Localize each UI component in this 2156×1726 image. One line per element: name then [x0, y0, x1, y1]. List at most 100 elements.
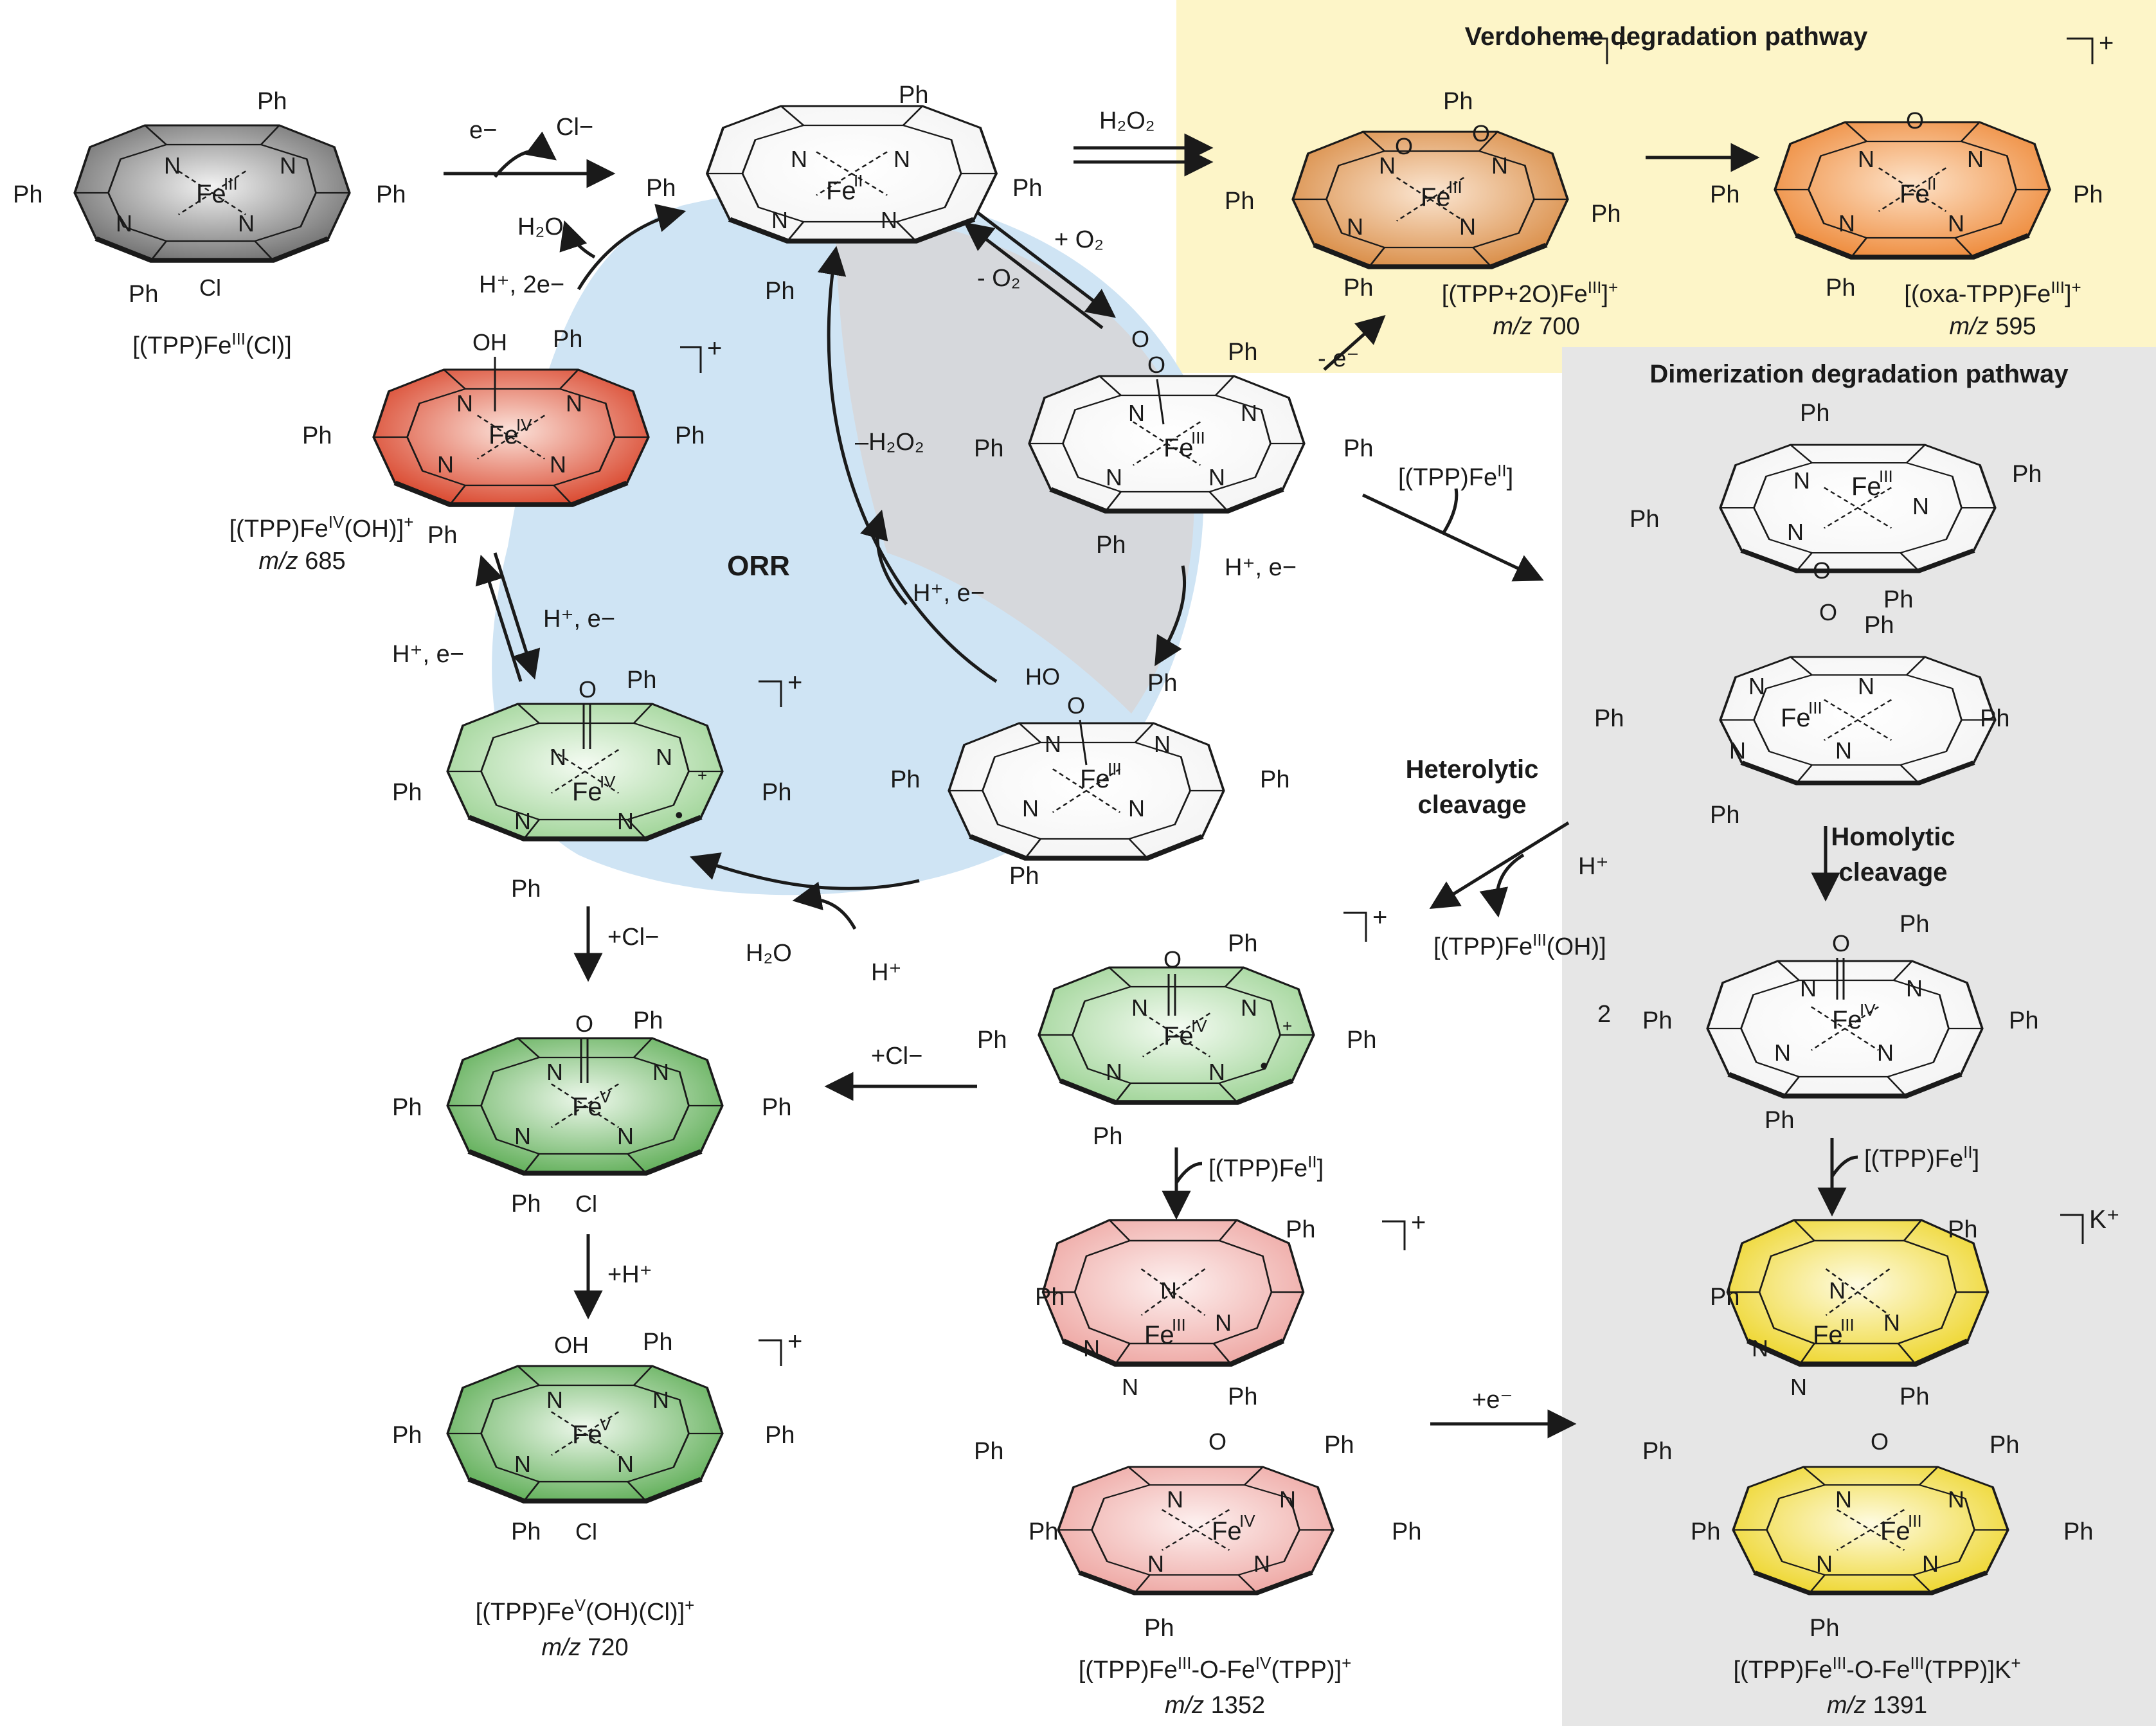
orr-grey-region [836, 212, 1194, 714]
svg-text:Ph: Ph [1096, 532, 1126, 559]
svg-text:Ph: Ph [1225, 188, 1254, 215]
svg-text:Ph: Ph [1710, 1284, 1739, 1311]
svg-text:N: N [1045, 731, 1061, 757]
svg-text:+ O₂: + O₂ [1054, 226, 1104, 253]
svg-text:Fe: Fe [1163, 434, 1194, 462]
svg-text:Ph: Ph [511, 1191, 541, 1218]
svg-text:N: N [280, 152, 296, 179]
svg-text:+: + [787, 1327, 802, 1356]
svg-text:O: O [1395, 133, 1413, 159]
svg-text:N: N [1128, 795, 1145, 822]
svg-text:+: + [697, 766, 707, 785]
svg-text:N: N [652, 1059, 669, 1085]
svg-text:Ph: Ph [646, 175, 676, 202]
svg-text:Ph: Ph [1012, 175, 1042, 202]
svg-text:N: N [1167, 1486, 1183, 1513]
svg-text:Ph: Ph [2073, 181, 2103, 208]
svg-text:N: N [1459, 213, 1476, 240]
svg-text:N: N [1128, 400, 1145, 426]
svg-text:[(TPP)FeIII-O-FeIII(TPP)]K+: [(TPP)FeIII-O-FeIII(TPP)]K+ [1734, 1653, 2021, 1684]
svg-text:Ph: Ph [1710, 802, 1739, 829]
svg-text:N: N [116, 210, 132, 237]
svg-text:O: O [1819, 599, 1837, 625]
svg-text:m/z 595: m/z 595 [1949, 313, 2036, 340]
svg-text:N: N [1787, 519, 1804, 545]
svg-text:Ph: Ph [1591, 201, 1621, 228]
svg-text:OH: OH [554, 1332, 589, 1358]
svg-text:Ph: Ph [511, 1518, 541, 1545]
svg-text:N: N [546, 1387, 563, 1413]
svg-text:H⁺, e−: H⁺, e− [1225, 554, 1297, 581]
svg-text:Fe: Fe [1781, 704, 1811, 732]
svg-text:Ph: Ph [1260, 766, 1289, 793]
svg-text:[(TPP)FeII]: [(TPP)FeII] [1208, 1152, 1324, 1182]
svg-text:N: N [1241, 400, 1257, 426]
svg-text:N: N [1215, 1309, 1232, 1336]
svg-text:N: N [1883, 1309, 1900, 1336]
svg-text:N: N [1793, 467, 1810, 494]
species-tpp-2o-fe-iii: Ph O O Ph Ph Ph FeIII N N N N + [(TPP+2O… [1225, 29, 1628, 340]
svg-text:Ph: Ph [762, 1094, 791, 1121]
svg-text:H⁺, e−: H⁺, e− [392, 641, 464, 668]
svg-text:N: N [1858, 146, 1874, 172]
species-oxa-tpp-fe: O Ph Ph Ph FeII N N N N + [(oxa-TPP)FeII… [1710, 29, 2114, 340]
svg-text:O: O [1813, 557, 1831, 584]
svg-text:Ph: Ph [1009, 863, 1039, 890]
svg-text:2: 2 [1597, 1001, 1611, 1028]
svg-text:+Cl−: +Cl− [871, 1043, 922, 1070]
svg-text:O: O [1131, 326, 1149, 352]
svg-text:IV: IV [516, 415, 532, 435]
svg-text:Ph: Ph [376, 181, 406, 208]
svg-text:Ph: Ph [2012, 461, 2042, 488]
svg-text:N: N [1147, 1551, 1164, 1577]
svg-text:Ph: Ph [1443, 88, 1473, 115]
svg-text:III: III [1879, 467, 1893, 486]
svg-text:[(oxa-TPP)FeIII]+: [(oxa-TPP)FeIII]+ [1904, 278, 2081, 308]
svg-text:N: N [514, 1123, 531, 1149]
svg-text:Cl: Cl [575, 1518, 597, 1545]
svg-text:Ph: Ph [1691, 1518, 1720, 1545]
svg-text:Ph: Ph [1710, 181, 1739, 208]
svg-text:O: O [575, 1011, 593, 1037]
svg-text:N: N [1491, 152, 1508, 179]
svg-text:Ph: Ph [1800, 400, 1829, 427]
svg-text:[(TPP)FeIV(OH)]+: [(TPP)FeIV(OH)]+ [229, 512, 414, 543]
svg-text:Fe: Fe [1144, 1321, 1174, 1349]
svg-text:[(TPP)FeIII-O-FeIV(TPP)]+: [(TPP)FeIII-O-FeIV(TPP)]+ [1079, 1653, 1352, 1684]
svg-text:N: N [771, 207, 788, 233]
svg-text:Ph: Ph [1093, 1123, 1122, 1150]
svg-text:- e⁻: - e⁻ [1318, 345, 1359, 372]
svg-text:[(TPP+2O)FeIII]+: [(TPP+2O)FeIII]+ [1442, 278, 1618, 308]
svg-text:N: N [1800, 975, 1817, 1002]
svg-text:Fe: Fe [1212, 1517, 1242, 1545]
svg-text:III: III [1840, 1315, 1855, 1335]
svg-text:Fe: Fe [1880, 1517, 1910, 1545]
svg-text:IV: IV [1239, 1511, 1255, 1531]
svg-text:II: II [854, 171, 863, 190]
svg-text:N: N [1748, 673, 1765, 699]
svg-text:Fe: Fe [572, 1093, 602, 1121]
svg-text:N: N [1379, 152, 1396, 179]
svg-text:H⁺: H⁺ [871, 959, 902, 986]
svg-text:Ph: Ph [1810, 1615, 1839, 1642]
svg-text:N: N [1774, 1039, 1791, 1066]
svg-text:+: + [1372, 903, 1387, 931]
svg-text:O: O [1871, 1428, 1889, 1455]
svg-text:O: O [1067, 692, 1085, 719]
svg-text:N: N [1253, 1551, 1270, 1577]
svg-text:Cl−: Cl− [556, 114, 593, 141]
svg-text:Ph: Ph [1642, 1438, 1672, 1465]
svg-text:+: + [1613, 29, 1628, 57]
svg-text:N: N [1131, 994, 1148, 1021]
svg-text:+Cl−: +Cl− [607, 924, 659, 951]
svg-text:N: N [1160, 1277, 1177, 1304]
svg-text:N: N [1154, 731, 1171, 757]
svg-text:Ph: Ph [1948, 1216, 1977, 1243]
svg-text:–H₂O₂: –H₂O₂ [855, 429, 924, 456]
svg-text:+: + [787, 669, 802, 697]
svg-text:Ph: Ph [1347, 1027, 1376, 1054]
svg-text:N: N [617, 1451, 634, 1477]
svg-text:cleavage: cleavage [1417, 791, 1526, 819]
svg-text:N: N [652, 1387, 669, 1413]
svg-text:Ph: Ph [1826, 274, 1855, 301]
